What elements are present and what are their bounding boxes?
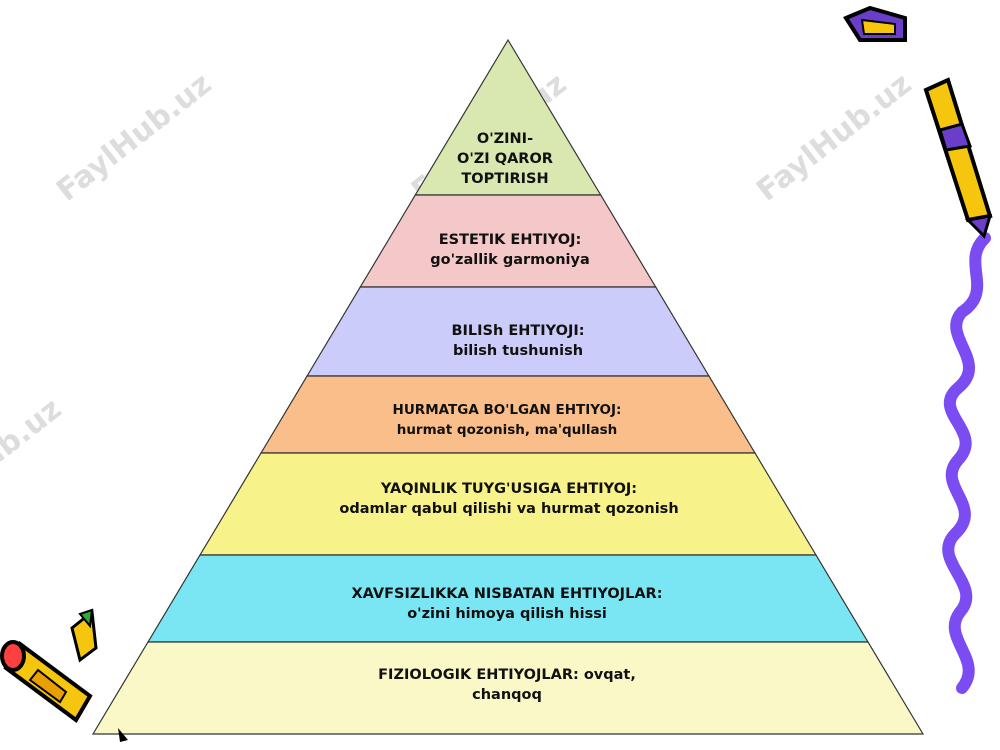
watermark-text: FaylHub.uz bbox=[750, 66, 918, 208]
corner-mark-icon bbox=[118, 728, 128, 742]
pyramid-level-physiological-line-1: FIZIOLOGIK EHTIYOJLAR: ovqat, bbox=[378, 667, 636, 683]
pyramid-level-esteem-line-1: HURMATGA BO'LGAN EHTIYOJ: bbox=[393, 402, 622, 418]
pyramid-level-aesthetic-line-1: ESTETIK EHTIYOJ: bbox=[439, 232, 582, 248]
pyramid-level-self-actualization-line-3: TOPTIRISH bbox=[461, 171, 548, 187]
pyramid-level-safety-line-2: o'zini himoya qilish hissi bbox=[407, 606, 607, 622]
pyramid-level-aesthetic-line-2: go'zallik garmoniya bbox=[430, 252, 590, 268]
pencil-stub-icon bbox=[70, 608, 98, 663]
pyramid-level-esteem-line-2: hurmat qozonish, ma'qullash bbox=[397, 422, 618, 438]
pyramid-level-self-actualization-line-2: O'ZI QAROR bbox=[457, 151, 553, 167]
watermark-text: FaylHub.uz bbox=[0, 391, 68, 533]
pyramid-level-safety-line-1: XAVFSIZLIKKA NISBATAN EHTIYOJLAR: bbox=[351, 586, 662, 602]
pyramid-level-cognitive-line-1: BILISh EHTIYOJI: bbox=[451, 323, 584, 339]
pyramid-level-belonging-line-1: YAQINLIK TUYG'USIGA EHTIYOJ: bbox=[380, 481, 637, 497]
needs-pyramid: O'ZINI- O'ZI QAROR TOPTIRISH ESTETIK EHTIYO… bbox=[91, 38, 925, 735]
pyramid-level-self-actualization-line-1: O'ZINI- bbox=[477, 131, 533, 147]
pyramid-level-physiological bbox=[91, 641, 925, 735]
decoration-layer bbox=[0, 5, 993, 742]
watermark-text: FaylHub.uz bbox=[50, 66, 218, 208]
pyramid-level-physiological-line-2: chanqoq bbox=[472, 687, 542, 703]
pyramid-level-belonging-line-2: odamlar qabul qilishi va hurmat qozonish bbox=[339, 501, 678, 517]
pencil-eraser-icon bbox=[843, 5, 907, 42]
crayon-icon bbox=[0, 640, 93, 723]
pyramid-level-cognitive-line-2: bilish tushunish bbox=[453, 343, 583, 359]
pencil-icon bbox=[923, 77, 993, 239]
squiggle-decoration bbox=[942, 232, 991, 694]
